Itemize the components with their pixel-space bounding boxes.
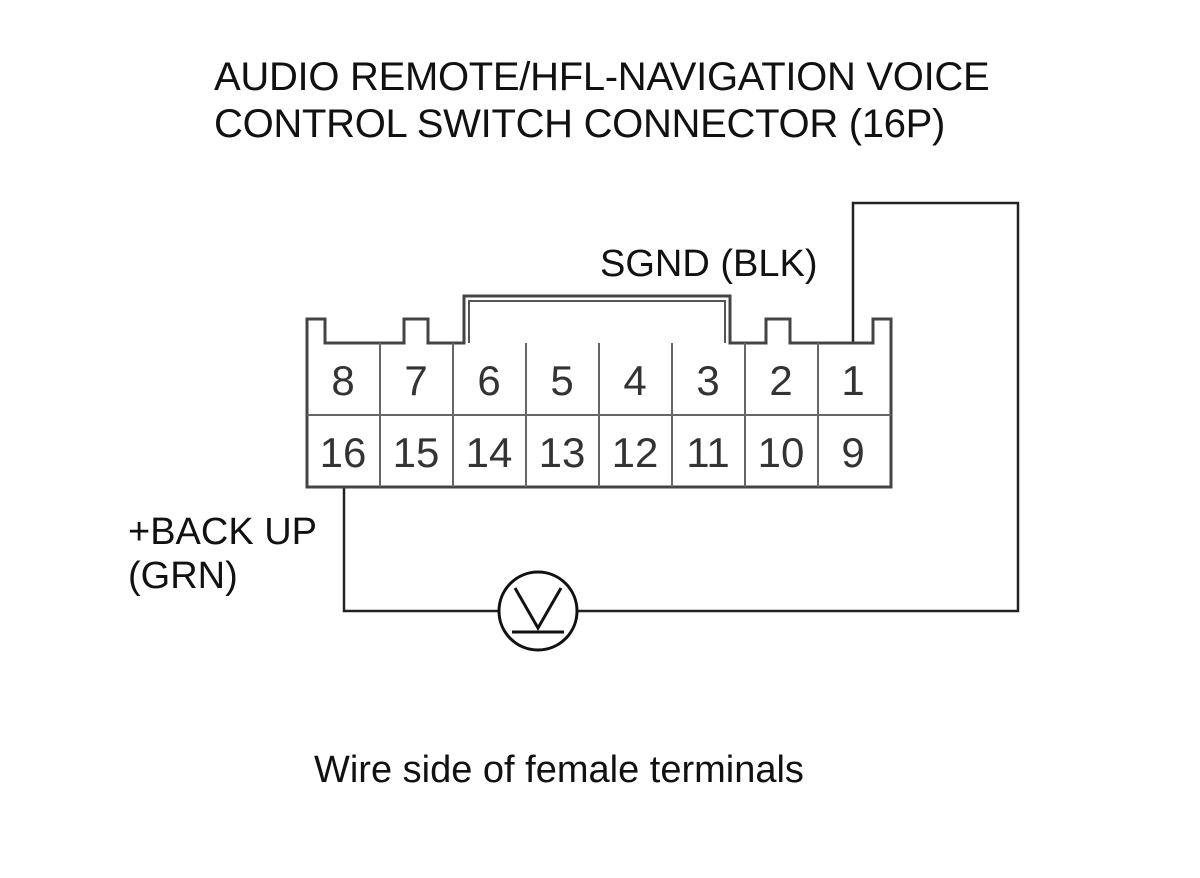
pin-15: 15 [393,429,440,476]
pin-1: 1 [841,357,864,404]
diagram-title: AUDIO REMOTE/HFL-NAVIGATION VOICE CONTRO… [214,54,990,148]
backup-label-line-2: (GRN) [128,555,238,597]
backup-label-line-1: +BACK UP [128,511,318,553]
pin-4: 4 [623,357,646,404]
diagram-caption: Wire side of female terminals [314,749,804,791]
connector-key-inner [468,300,726,343]
pin-9: 9 [841,429,864,476]
pin-10: 10 [758,429,805,476]
column-dividers [379,343,819,487]
pin-16: 16 [320,429,367,476]
backup-wire [342,487,498,613]
voltmeter-icon [497,570,579,652]
pin-7: 7 [404,357,427,404]
pin-13: 13 [539,429,586,476]
title-line-2: CONTROL SWITCH CONNECTOR (16P) [214,102,946,146]
pin-11: 11 [686,429,730,476]
pin-12: 12 [612,429,659,476]
pin-6: 6 [477,357,500,404]
pin-2: 2 [769,357,792,404]
pin-row-bottom: 16 15 14 13 12 11 10 9 [320,429,865,476]
pin-5: 5 [550,357,573,404]
pin-row-top: 8 7 6 5 4 3 2 1 [331,357,864,404]
pin-14: 14 [466,429,513,476]
pin-8: 8 [331,357,354,404]
sgnd-wire [578,201,1020,613]
backup-label: +BACK UP (GRN) [128,510,317,598]
sgnd-label: SGND (BLK) [600,243,818,285]
title-line-1: AUDIO REMOTE/HFL-NAVIGATION VOICE [214,55,990,99]
pin-3: 3 [696,357,719,404]
